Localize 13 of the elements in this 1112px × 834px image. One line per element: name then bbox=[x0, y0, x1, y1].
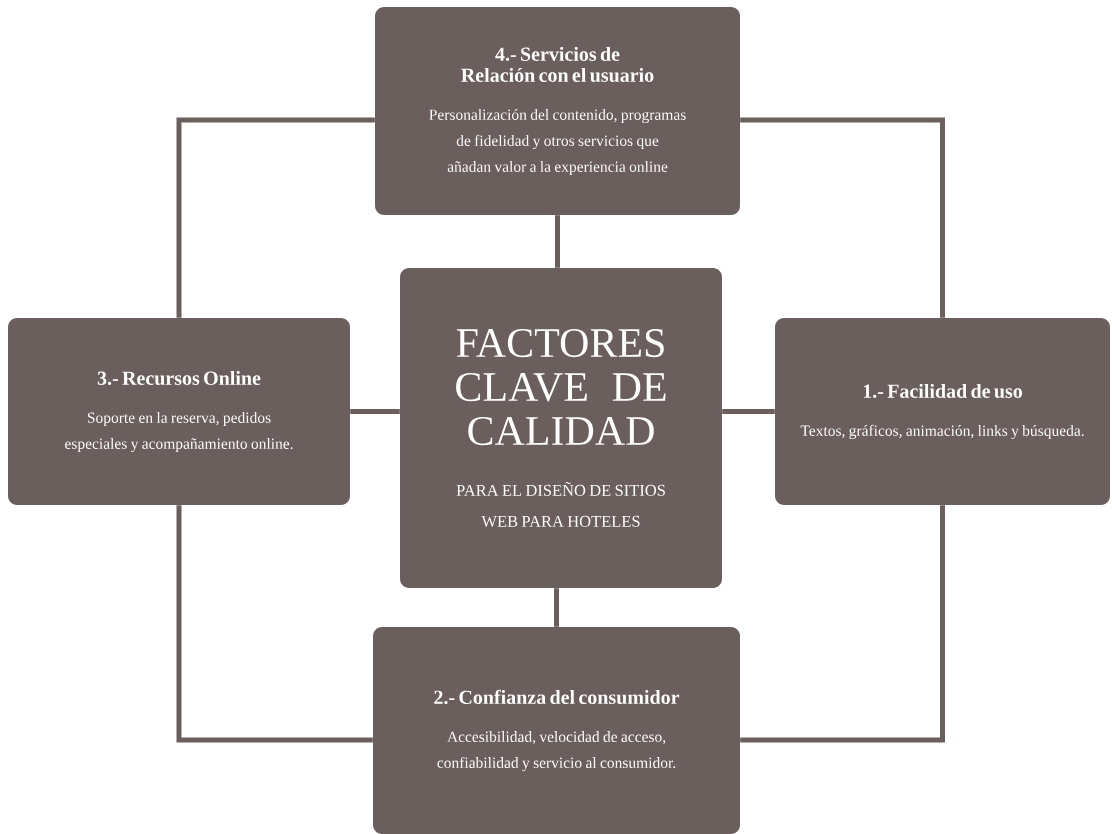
connector-line bbox=[555, 215, 560, 268]
connector-line bbox=[722, 409, 775, 414]
connector-line bbox=[740, 505, 945, 743]
factor-box: 1.- Facilidad de uso Textos, gráficos, animación, links y búsqueda. bbox=[775, 318, 1110, 505]
connector-line bbox=[176, 117, 375, 318]
connector-line bbox=[554, 588, 559, 627]
factor-box: 3.- Recursos Online Soporte en la reserva, pedidos especiales y acompañamiento online. bbox=[8, 318, 350, 505]
title-box: FACTORES CLAVE DE CALIDAD PARA EL DISEÑO DE SITIOS WEB PARA HOTELES bbox=[400, 268, 722, 588]
connector-line bbox=[176, 505, 373, 743]
factor-box: 4.- Servicios de Relación con el usuario Personalización del contenido, programas de fidelidad y otros servicios que añadan valor a la experiencia online bbox=[375, 7, 740, 215]
connector-line bbox=[740, 117, 945, 318]
factor-box: 2.- Confianza del consumidor Accesibilidad, velocidad de acceso, confiabilidad y servicio al consumidor. bbox=[373, 627, 740, 834]
connector-line bbox=[350, 409, 400, 414]
